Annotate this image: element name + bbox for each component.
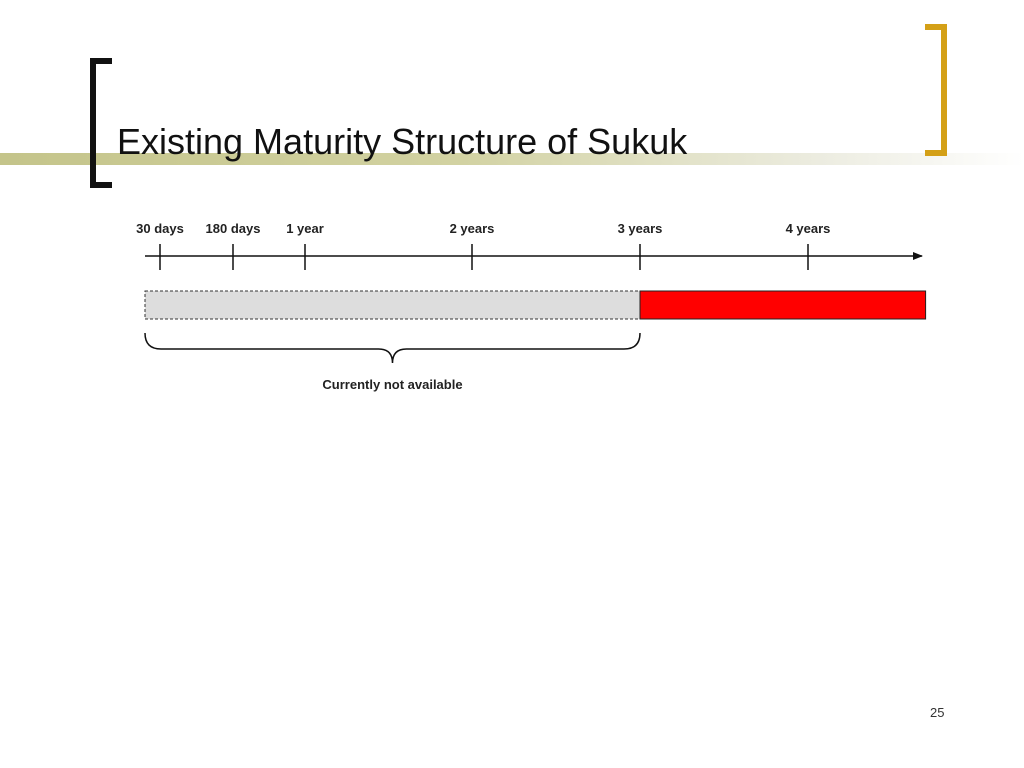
page-number: 25	[930, 705, 945, 720]
tick-label: 2 years	[450, 221, 495, 236]
tick-label: 1 year	[286, 221, 324, 236]
unavailable-range-brace	[144, 332, 641, 364]
tick-label: 30 days	[136, 221, 184, 236]
title-accent-line	[0, 153, 1024, 165]
slide-title: Existing Maturity Structure of Sukuk	[117, 121, 688, 162]
timeline-ticks: 30 days 180 days 1 year 2 years 3 years 4 yea…	[136, 221, 830, 270]
left-bracket-icon	[90, 58, 112, 188]
available-maturity-bar	[639, 290, 927, 320]
tick-label: 4 years	[786, 221, 831, 236]
unavailable-maturity-bar	[144, 290, 641, 320]
tick-label: 3 years	[618, 221, 663, 236]
right-bracket-icon	[925, 24, 947, 156]
tick-label: 180 days	[206, 221, 261, 236]
brace-label: Currently not available	[322, 377, 462, 392]
